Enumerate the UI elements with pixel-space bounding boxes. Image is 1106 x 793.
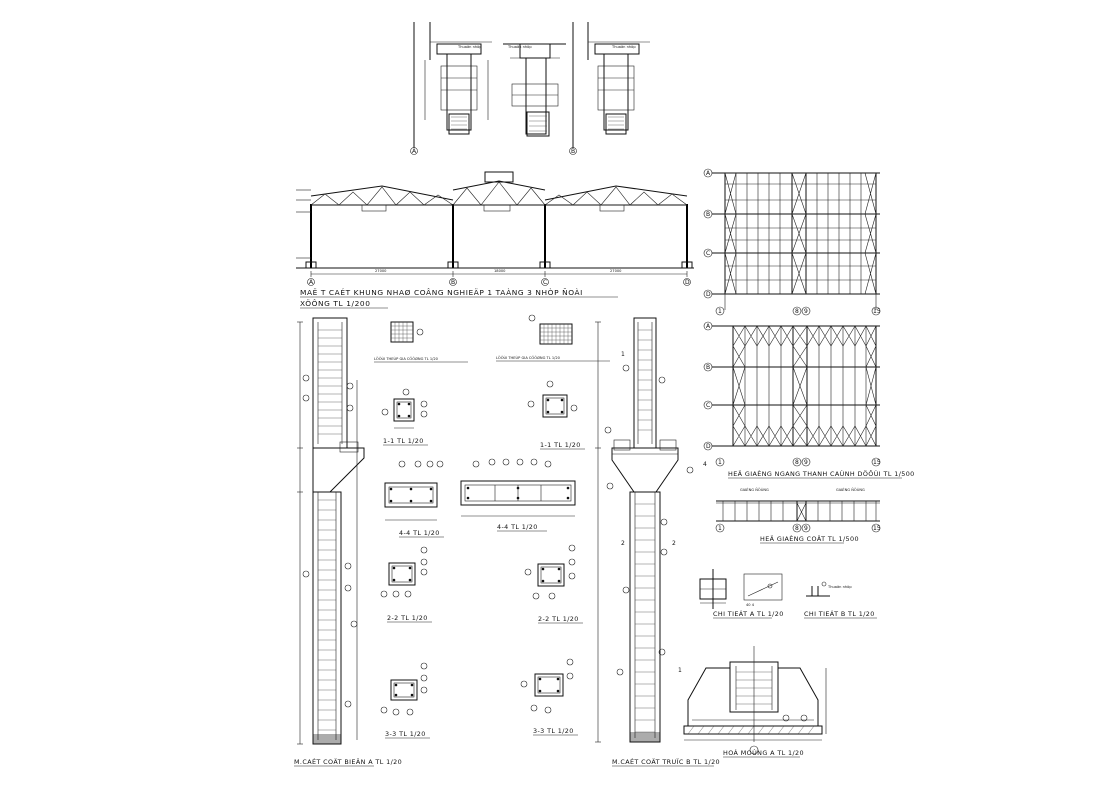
plan1-row-C: C (706, 250, 710, 257)
plan1-row-D: D (706, 291, 711, 298)
plan1-col-9: 9 (804, 308, 808, 315)
plan2-col-9: 9 (804, 459, 808, 466)
bracing-col-8: 8 (795, 525, 799, 532)
dim-span-1: 27000 (375, 269, 387, 273)
section-left-2-2-title: 2-2 TL 1/20 (387, 614, 428, 622)
bracing-col-15: 15 (873, 525, 881, 532)
detail-a: 40 4 (699, 569, 783, 609)
axis-b-column-section: 1 2 2 4 (595, 317, 707, 743)
svg-text:2: 2 (672, 540, 676, 547)
detail-a-title: CHI TIEÁT A TL 1/20 (713, 609, 784, 618)
top-column-head-sections: A Thuaân nhòp Thuaân nhòp (410, 22, 650, 155)
column-bracing-title: HEÄ GIAÈNG COÄT TL 1/500 (760, 534, 859, 543)
note-top-2: Thuaân nhòp (507, 45, 532, 49)
footing-title: HOÁ MOÙNG A TL 1/20 (723, 748, 804, 757)
plan2-col-15: 15 (873, 459, 881, 466)
svg-text:2: 2 (621, 540, 625, 547)
plan1-row-B: B (706, 211, 710, 218)
detail-b-title: CHI TIEÁT B TL 1/20 (804, 609, 875, 618)
footing-a: 1 (678, 646, 827, 755)
dim-span-2: 18000 (494, 269, 506, 273)
section-right-3-3-title: 3-3 TL 1/20 (533, 727, 574, 735)
section-left-4-4 (384, 460, 444, 521)
section-left-4-4-title: 4-4 TL 1/20 (399, 529, 440, 537)
axis-label-top-1: A (412, 148, 417, 155)
reinforcement-mesh-2 (528, 314, 573, 345)
mesh1-title: LÖÔÙI THEÙP GIA CÖÔØNG TL 1/20 (374, 356, 439, 361)
column-head-section-2: Thuaân nhòp (503, 43, 566, 137)
section-left-1-1-title: 1-1 TL 1/20 (383, 437, 424, 445)
plan2-row-B: B (706, 364, 710, 371)
bracing-note-right: GIAÈNG ÑÖÙNG (836, 487, 865, 492)
frame-elevation: 27000 18000 27000 A B C D (296, 171, 694, 286)
main-title-line1: MAË T CAÉT KHUNG NHAØ COÂNG NGHIEÄP 1 TA… (300, 288, 583, 297)
section-left-3-3-title: 3-3 TL 1/20 (385, 730, 426, 738)
reinforcement-mesh-1 (390, 321, 424, 343)
note-top-1: Thuaân nhòp (457, 45, 482, 49)
frame-axis-B: B (451, 279, 455, 286)
frame-axis-A: A (309, 279, 314, 286)
frame-axis-D: D (685, 279, 690, 286)
plan1-col-15: 15 (873, 308, 881, 315)
detail-b-note: Thuaân nhòp (827, 585, 852, 589)
section-left-1-1 (381, 388, 428, 429)
bracing-col-1: 1 (718, 525, 722, 532)
main-title-line2: XÖÔNG TL 1/200 (300, 299, 371, 308)
section-left-2-2 (380, 546, 428, 598)
section-right-1-1-title: 1-1 TL 1/20 (540, 441, 581, 449)
svg-text:1: 1 (621, 351, 625, 358)
section-middle-4-4 (460, 458, 576, 517)
svg-text:40 4: 40 4 (746, 603, 755, 607)
frame-axis-C: C (543, 279, 547, 286)
section-middle-4-4-title: 4-4 TL 1/20 (497, 523, 538, 531)
bracing-note-left: GIAÈNG ÑÖÙNG (740, 487, 769, 492)
note-top-3: Thuaân nhòp (611, 45, 636, 49)
plan1-row-A: A (706, 170, 711, 177)
svg-text:4: 4 (703, 461, 707, 468)
plan2-row-D: D (706, 443, 711, 450)
plan1-col-1: 1 (718, 308, 722, 315)
plan2-row-A: A (706, 323, 711, 330)
plan1-col-8: 8 (795, 308, 799, 315)
bracing-col-9: 9 (804, 525, 808, 532)
lower-bracing-plan: A B C D 1 8 9 15 (703, 321, 881, 467)
edge-column-title: M.CAÉT COÄT BIEÂN A TL 1/20 (294, 757, 402, 766)
section-left-3-3 (380, 662, 428, 716)
plan2-row-C: C (706, 402, 710, 409)
section-right-2-2 (524, 544, 576, 600)
detail-b: Thuaân nhòp (806, 581, 852, 597)
plan2-col-8: 8 (795, 459, 799, 466)
column-head-section-1: A Thuaân nhòp (410, 22, 492, 155)
mesh2-title: LÖÔÙI THEÙP GIA CÖÔØNG TL 1/20 (496, 355, 561, 360)
column-head-section-3: B Thuaân nhòp (569, 22, 650, 155)
axis-label-top-3: B (571, 148, 575, 155)
column-bracing-elevation: GIAÈNG ÑÖÙNG GIAÈNG ÑÖÙNG 1 8 9 15 (715, 487, 881, 533)
axis-b-column-title: M.CAÉT COÄT TRUÏC B TL 1/20 (612, 757, 720, 766)
plan2-col-1: 1 (718, 459, 722, 466)
section-right-2-2-title: 2-2 TL 1/20 (538, 615, 579, 623)
svg-text:1: 1 (678, 667, 682, 674)
section-right-1-1 (527, 380, 578, 418)
upper-roof-plan: A B C D 1 8 9 15 (703, 168, 881, 316)
section-right-3-3 (520, 658, 574, 714)
edge-column-a-section (297, 317, 365, 745)
plan-bracing-title: HEÄ GIAÈNG NGANG THANH CAÙNH DÖÔÙI TL 1/… (728, 469, 915, 478)
dim-span-3: 27000 (610, 269, 622, 273)
